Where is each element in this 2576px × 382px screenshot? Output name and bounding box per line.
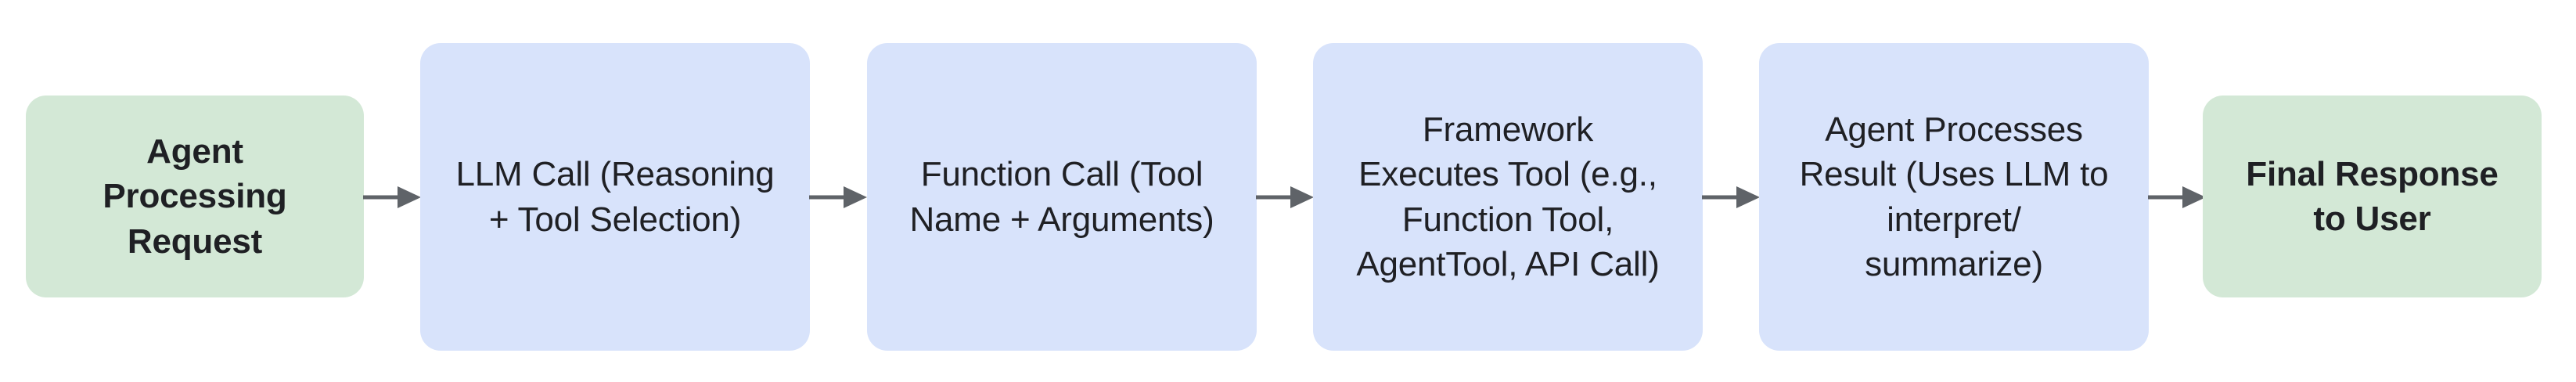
arrow-right-icon	[2148, 186, 2206, 208]
node-final-response-to-user[interactable]: Final Response to User	[2203, 96, 2542, 297]
connector-arrow-1	[363, 182, 421, 213]
connector-arrow-4	[1702, 182, 1760, 213]
node-agent-processes-result[interactable]: Agent Processes Result (Uses LLM to inte…	[1759, 43, 2149, 351]
arrow-right-icon	[1256, 186, 1314, 208]
node-agent-processing-request[interactable]: Agent Processing Request	[26, 96, 364, 297]
node-function-call[interactable]: Function Call (Tool Name + Arguments)	[867, 43, 1257, 351]
connector-arrow-5	[2148, 182, 2206, 213]
node-llm-call[interactable]: LLM Call (Reasoning + Tool Selection)	[420, 43, 810, 351]
connector-arrow-3	[1256, 182, 1314, 213]
arrow-right-icon	[1702, 186, 1760, 208]
arrow-right-icon	[809, 186, 867, 208]
connector-arrow-2	[809, 182, 867, 213]
node-framework-executes-tool[interactable]: Framework Executes Tool (e.g., Function …	[1313, 43, 1703, 351]
arrow-right-icon	[363, 186, 421, 208]
